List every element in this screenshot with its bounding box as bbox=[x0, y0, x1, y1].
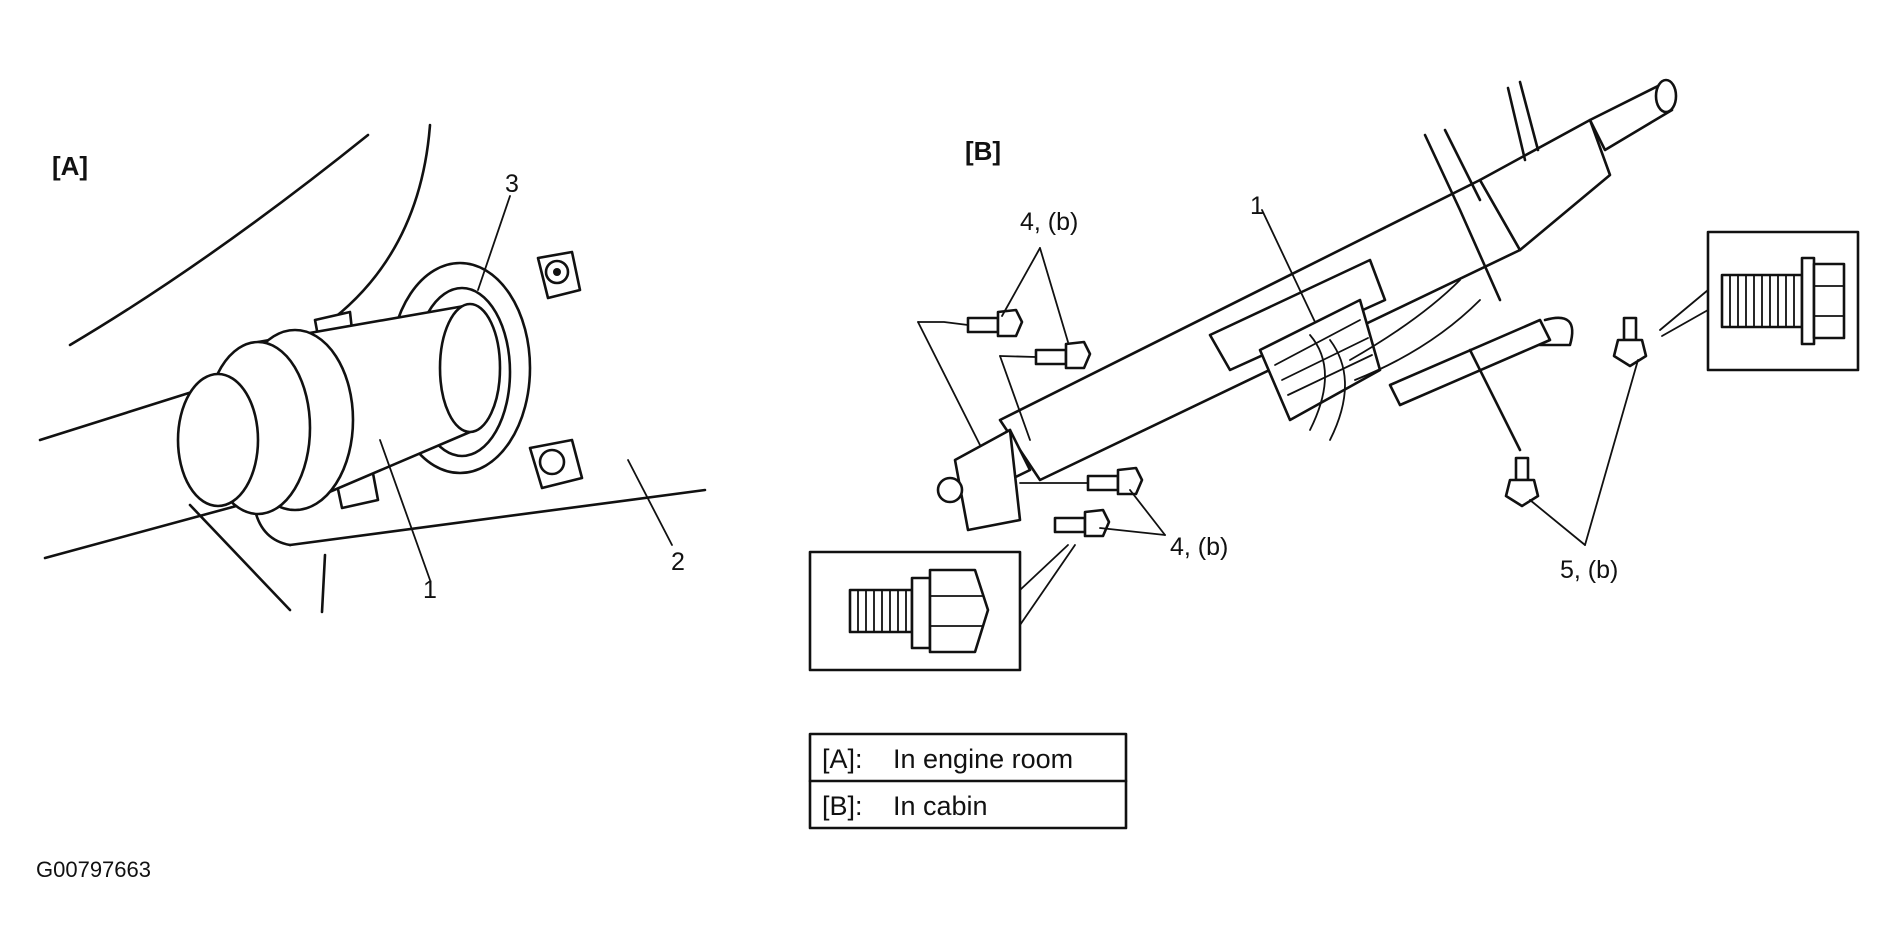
dash-panel bbox=[188, 488, 707, 614]
callout-b-5: 5, (b) bbox=[1560, 556, 1618, 584]
legend-key-a: [A]: bbox=[822, 744, 863, 774]
leader-a-3 bbox=[477, 195, 511, 291]
leader-b-1 bbox=[1261, 209, 1316, 323]
steering-column-assembly bbox=[936, 78, 1678, 532]
leader-a-2 bbox=[627, 459, 673, 546]
panel-a: [A] bbox=[38, 123, 707, 614]
callout-a-3: 3 bbox=[505, 170, 519, 198]
panel-b: [B] bbox=[808, 78, 1860, 672]
bolt-4-upper-right bbox=[1034, 340, 1092, 370]
detail-inset-hex-bolt bbox=[1659, 230, 1860, 372]
bolt-4-guide-upper bbox=[917, 321, 969, 326]
leader-a-1 bbox=[379, 439, 431, 581]
clip-nut-upper bbox=[536, 250, 582, 300]
bolt-5-right bbox=[1612, 316, 1648, 368]
body-panel-outer-curve bbox=[68, 133, 370, 347]
legend-text-b: In cabin bbox=[893, 791, 988, 821]
callout-a-1: 1 bbox=[423, 576, 437, 604]
legend-text-a: In engine room bbox=[893, 744, 1073, 774]
bolt-4-lower-upper bbox=[1086, 466, 1144, 496]
column-sleeve bbox=[176, 302, 502, 516]
leader-b-4-bottom-b bbox=[1099, 527, 1166, 536]
callout-b-1: 1 bbox=[1250, 192, 1264, 220]
callout-b-4-bottom: 4, (b) bbox=[1170, 533, 1228, 561]
leader-b-5-a bbox=[1584, 359, 1639, 546]
bolt-5-left bbox=[1504, 456, 1540, 508]
figure-code: G00797663 bbox=[36, 857, 151, 882]
leader-b-4-top-b bbox=[1039, 247, 1069, 343]
bolt-4-lower-lower bbox=[1053, 508, 1111, 538]
bolt-4-guide-mid bbox=[999, 355, 1037, 358]
bolt-4-upper-left bbox=[966, 308, 1024, 338]
leader-b-4-bottom-a bbox=[1129, 489, 1166, 536]
detail-inset-flange-bolt bbox=[808, 544, 1076, 672]
panel-a-label: [A] bbox=[52, 151, 88, 181]
leader-b-4-top-a bbox=[1001, 247, 1041, 317]
body-panel-inner-curve bbox=[323, 123, 432, 327]
clip-nut-lower bbox=[528, 438, 584, 490]
bolt-4-guide-mid-diag bbox=[999, 355, 1031, 441]
bolt-4-guide-diag bbox=[917, 321, 981, 446]
legend-key-b: [B]: bbox=[822, 791, 863, 821]
leader-b-5-b bbox=[1529, 499, 1586, 546]
callout-a-2: 2 bbox=[671, 548, 685, 576]
callout-b-4-top: 4, (b) bbox=[1020, 208, 1078, 236]
panel-b-label: [B] bbox=[965, 136, 1001, 166]
legend-table: [A]: In engine room [B]: In cabin bbox=[808, 732, 1128, 830]
